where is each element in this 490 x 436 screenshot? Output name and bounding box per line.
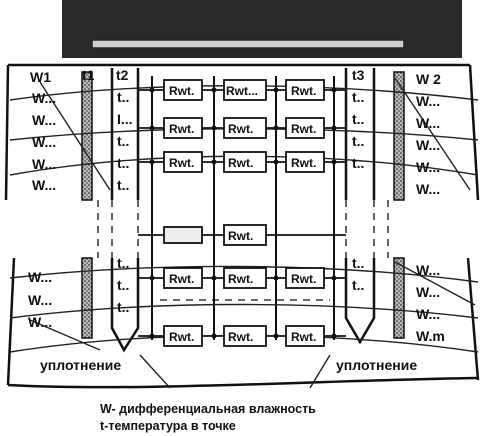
resistor [285, 79, 325, 101]
network-rails [151, 76, 335, 340]
temp-label: t.. [352, 255, 364, 271]
temp-label-t3: t3 [352, 67, 365, 83]
moisture-label: W... [416, 137, 440, 153]
temp-label: t.. [352, 155, 364, 171]
temp-label: t.. [352, 277, 364, 293]
resistor [163, 267, 203, 289]
resistor-label: Rwt. [169, 330, 194, 344]
resistor [163, 117, 203, 139]
moisture-label: W... [28, 314, 52, 330]
resistor-label: Rwt. [169, 156, 194, 170]
resistor-grid [163, 79, 325, 347]
moisture-label: W... [32, 90, 56, 106]
moisture-label: W... [32, 112, 56, 128]
temp-label: t.. [117, 155, 129, 171]
top-dark-band [62, 0, 462, 58]
junction-dots [149, 87, 337, 339]
resistor [223, 325, 267, 347]
resistor [285, 267, 325, 289]
moisture-label-last: W.m [416, 328, 445, 344]
temp-label: t.. [117, 299, 129, 315]
resistor-label: Rwt. [228, 122, 253, 136]
wall-right [393, 71, 405, 201]
resistor-label: Rwt. [291, 84, 316, 98]
resistor [285, 325, 325, 347]
temp-label: t.. [117, 177, 129, 193]
moisture-label: W... [28, 269, 52, 285]
resistor [163, 151, 203, 173]
resistor [285, 151, 325, 173]
resistor-label: Rwt. [169, 272, 194, 286]
dashed-continuation [97, 200, 389, 301]
seal-label-right: уплотнение [336, 357, 417, 373]
wall-right-lower [393, 257, 405, 339]
moisture-label: W... [416, 262, 440, 278]
temp-label: t.. [352, 111, 364, 127]
resistor-label: Rwt. [291, 330, 316, 344]
moisture-label: W... [32, 134, 56, 150]
temp-label-t1: t1 [82, 67, 95, 83]
resistor [223, 267, 267, 289]
moisture-label: W... [32, 177, 56, 193]
temp-label: t.. [352, 89, 364, 105]
moisture-label: W... [416, 181, 440, 197]
temp-label: t.. [352, 133, 364, 149]
moisture-label: W... [416, 115, 440, 131]
resistor [163, 79, 203, 101]
resistor [223, 151, 267, 173]
resistor [223, 79, 267, 101]
right-zone-labels: t3 t.. t.. t.. t.. t.. t.. W 2 W... W...… [352, 67, 445, 344]
outer-frame [4, 63, 480, 389]
resistor-label: Rwt. [291, 272, 316, 286]
moisture-label: W... [416, 93, 440, 109]
temp-label: I... [117, 111, 133, 127]
zone-label-w2: W 2 [416, 71, 441, 87]
caption-line-1: W- дифференциальная влажность [100, 402, 316, 416]
temp-label: t.. [117, 133, 129, 149]
resistor-label: Rwt. [228, 156, 253, 170]
left-zone-labels: W1 W... W... W... W... W... W... W... W.… [28, 67, 133, 330]
resistor-label: Rwt... [226, 84, 258, 98]
resistor-label: Rwt. [228, 330, 253, 344]
caption-line-2: t-температура в точке [100, 419, 236, 433]
moisture-label: W... [416, 284, 440, 300]
resistor [223, 117, 267, 139]
moisture-label: W... [32, 156, 56, 172]
top-bar-light [91, 39, 405, 49]
resistor-label: Rwt. [169, 122, 194, 136]
moisture-label: W... [416, 306, 440, 322]
moisture-label: W... [28, 292, 52, 308]
wall-left [81, 71, 93, 201]
resistor [163, 226, 203, 244]
probe-right [344, 68, 376, 345]
temp-label-t2: t2 [116, 67, 129, 83]
moisture-label: W... [416, 159, 440, 175]
resistor-label: Rwt. [291, 156, 316, 170]
resistor [163, 325, 203, 347]
resistor [223, 224, 267, 246]
temp-label: t.. [117, 277, 129, 293]
resistor-label: Rwt. [228, 229, 253, 243]
wall-left-lower [81, 257, 93, 339]
resistor-label: Rwt. [291, 122, 316, 136]
zone-label-w1: W1 [30, 69, 51, 85]
temp-label: t.. [117, 89, 129, 105]
resistor-label: Rwt. [228, 272, 253, 286]
resistor-label: Rwt. [169, 84, 194, 98]
temp-label: t.. [117, 255, 129, 271]
seal-label-left: уплотнение [40, 357, 121, 373]
resistor-labels: Rwt. Rwt... Rwt. Rwt. Rwt. Rwt. Rwt. Rwt… [169, 84, 316, 344]
resistor [285, 117, 325, 139]
